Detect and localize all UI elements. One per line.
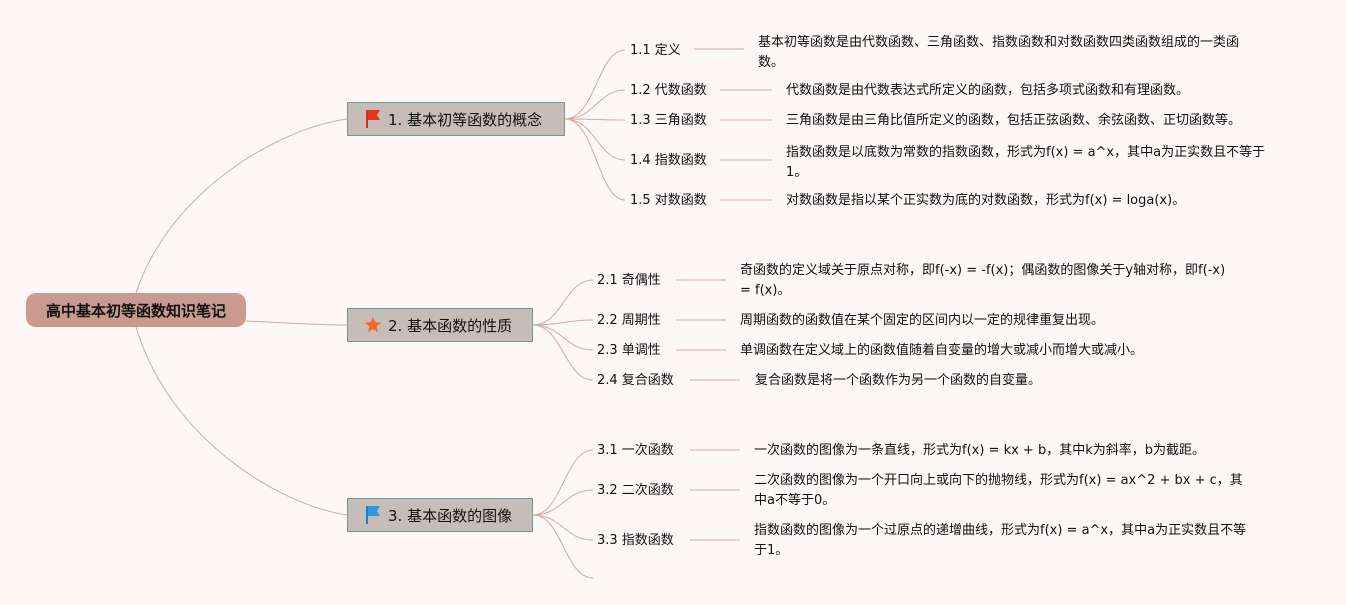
branch-connector: [532, 279, 594, 326]
branch-connector: [532, 514, 594, 541]
desc-3-1: 一次函数的图像为一条直线，形式为f(x) = kx + b，其中k为斜率，b为截…: [754, 443, 1205, 458]
branch-connector: [564, 118, 626, 201]
branch-label: 3. 基本函数的图像: [388, 506, 513, 525]
root-node[interactable]: 高中基本初等函数知识笔记: [26, 293, 246, 327]
branch-connector: [564, 89, 626, 120]
root-connector: [135, 118, 348, 294]
branch-label: 2. 基本函数的性质: [388, 316, 513, 335]
topic-1-4[interactable]: 1.4 指数函数: [630, 153, 707, 168]
topic-1-3[interactable]: 1.3 三角函数: [630, 113, 707, 128]
branch-connector: [564, 118, 626, 161]
topic-2-4[interactable]: 2.4 复合函数: [597, 373, 674, 388]
branch-connector: [532, 489, 594, 516]
root-label: 高中基本初等函数知识笔记: [45, 301, 226, 320]
topic-3-1[interactable]: 3.1 一次函数: [597, 443, 674, 458]
branch-connector: [532, 319, 594, 326]
blue-flag-icon: [366, 506, 380, 524]
topic-3-3[interactable]: 3.3 指数函数: [597, 533, 674, 548]
topic-2-1[interactable]: 2.1 奇偶性: [597, 273, 661, 288]
branch-concepts[interactable]: 1. 基本初等函数的概念: [347, 102, 565, 136]
branch-properties[interactable]: 2. 基本函数的性质: [347, 308, 533, 342]
branch-connector: [564, 49, 626, 120]
desc-2-4: 复合函数是将一个函数作为另一个函数的自变量。: [755, 373, 1042, 388]
branch-connector: [532, 324, 594, 351]
branch-label: 1. 基本初等函数的概念: [388, 110, 543, 129]
root-connector: [135, 326, 348, 516]
desc-2-1: 奇函数的定义域关于原点对称，即f(-x) = -f(x)；偶函数的图像关于y轴对…: [740, 263, 1226, 298]
desc-1-5: 对数函数是指以某个正实数为底的对数函数，形式为f(x) = loga(x)。: [786, 193, 1186, 208]
branch-connector: [532, 514, 594, 579]
branch-connector: [564, 118, 626, 121]
root-connector: [245, 320, 348, 326]
desc-1-2: 代数函数是由代数表达式所定义的函数，包括多项式函数和有理函数。: [786, 83, 1190, 98]
topic-1-2[interactable]: 1.2 代数函数: [630, 83, 707, 98]
desc-3-2: 二次函数的图像为一个开口向上或向下的抛物线，形式为f(x) = ax^2 + b…: [754, 473, 1243, 508]
topic-1-1[interactable]: 1.1 定义: [630, 43, 681, 58]
desc-1-1: 基本初等函数是由代数函数、三角函数、指数函数和对数函数四类函数组成的一类函数。: [758, 35, 1240, 70]
topic-3-2[interactable]: 3.2 二次函数: [597, 483, 674, 498]
desc-2-2: 周期函数的函数值在某个固定的区间内以一定的规律重复出现。: [740, 313, 1105, 328]
branch-connector: [532, 324, 594, 381]
desc-1-4: 指数函数是以底数为常数的指数函数，形式为f(x) = a^x，其中a为正实数且不…: [786, 145, 1266, 180]
orange-star-icon: [364, 316, 382, 333]
red-flag-icon: [366, 110, 380, 128]
topic-1-5[interactable]: 1.5 对数函数: [630, 193, 707, 208]
branch-connector: [532, 449, 594, 516]
desc-3-3: 指数函数的图像为一个过原点的递增曲线，形式为f(x) = a^x，其中a为正实数…: [754, 523, 1247, 558]
topic-2-3[interactable]: 2.3 单调性: [597, 343, 661, 358]
desc-1-3: 三角函数是由三角比值所定义的函数，包括正弦函数、余弦函数、正切函数等。: [786, 113, 1242, 128]
topic-2-2[interactable]: 2.2 周期性: [597, 313, 661, 328]
desc-2-3: 单调函数在定义域上的函数值随着自变量的增大或减小而增大或减小。: [740, 343, 1144, 358]
branch-graphs[interactable]: 3. 基本函数的图像: [347, 498, 533, 532]
